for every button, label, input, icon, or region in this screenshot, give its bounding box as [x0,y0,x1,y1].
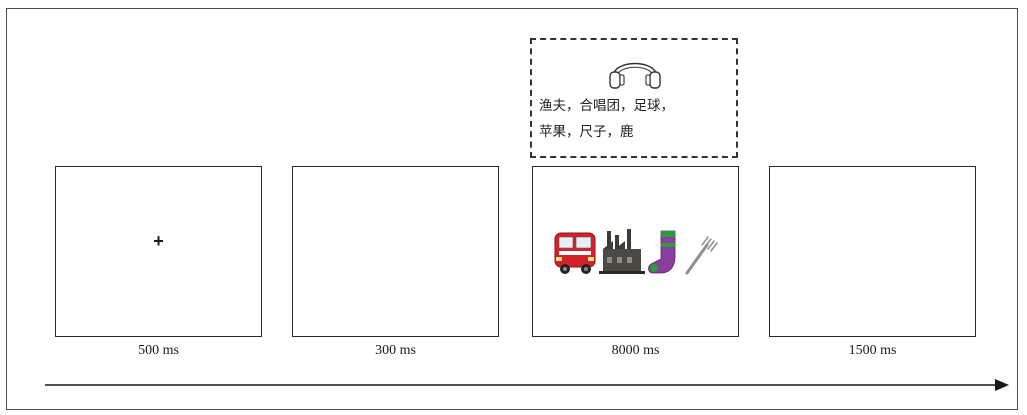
audio-word-list-line-2: 苹果，尺子，鹿 [539,124,634,140]
sock-icon [648,230,676,274]
screen-visual-display [532,166,739,337]
headphones-icon [609,62,661,89]
bus-icon [554,232,596,274]
timeline-arrow [45,379,1009,391]
fork-icon [685,236,718,275]
screen-fixation: + [55,166,262,337]
auditory-stimulus-box: 渔夫，合唱团，足球， 苹果，尺子，鹿 [530,38,738,158]
duration-label-1: 500 ms [138,343,179,358]
figure-frame [6,8,1018,410]
factory-icon [599,229,645,274]
duration-label-3: 8000 ms [611,343,660,358]
screen-blank-2 [769,166,976,337]
audio-word-list-line-1: 渔夫，合唱团，足球， [539,98,674,114]
screen-blank-1 [292,166,499,337]
duration-label-4: 1500 ms [848,343,897,358]
visual-display-icons [554,229,718,275]
duration-label-2: 300 ms [375,343,416,358]
fixation-cross: + [153,231,164,251]
